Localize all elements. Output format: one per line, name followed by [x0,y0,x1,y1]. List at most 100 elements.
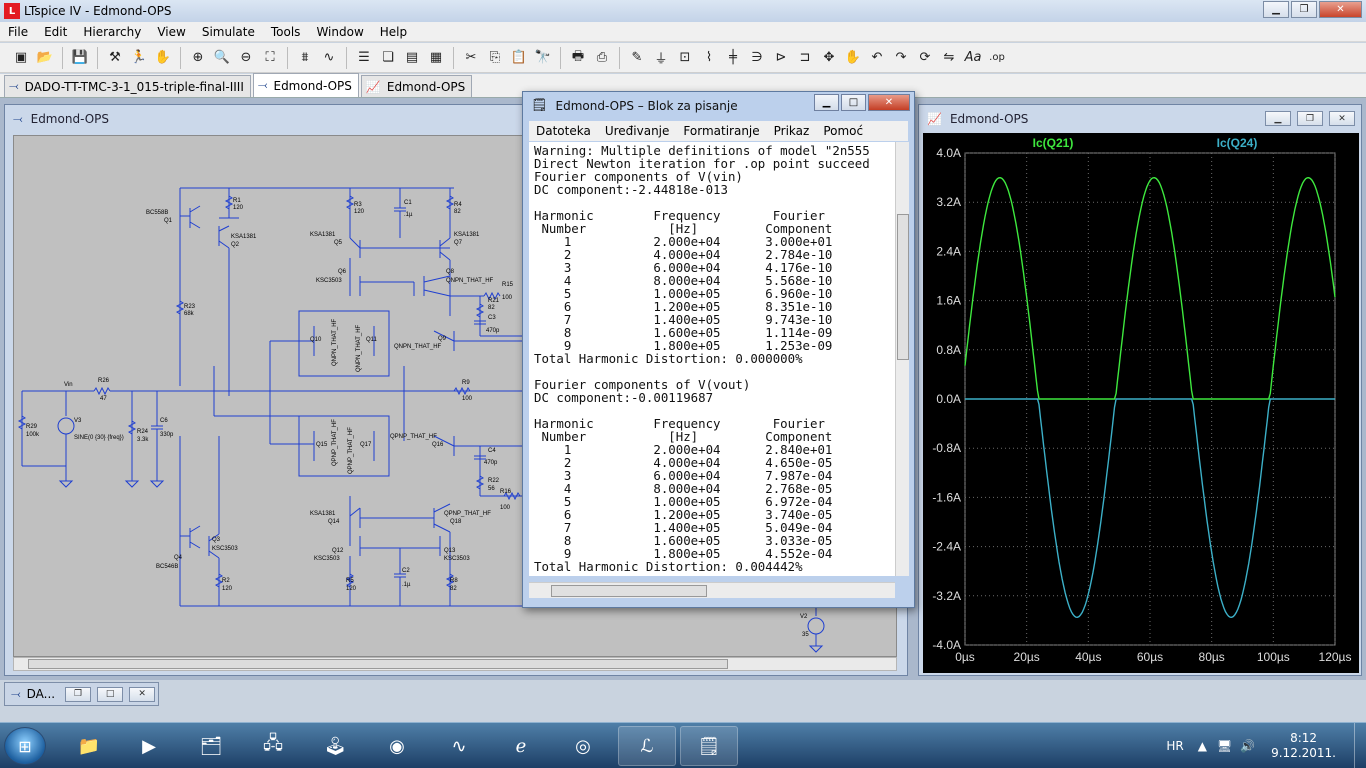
scroll-thumb[interactable] [28,659,728,669]
cascade-icon[interactable]: ❏ [382,50,394,65]
label-c4: C4 [488,448,496,454]
separator [453,46,454,69]
halt-icon[interactable]: ✋ [154,50,172,65]
label-q13: Q13 [444,548,456,554]
volume-icon[interactable]: 🔊 [1240,739,1256,753]
zoom-out-icon[interactable]: ⊖ [240,50,252,65]
scroll-thumb[interactable] [551,585,707,597]
joystick-icon[interactable]: 🕹 [323,735,347,757]
menu-prikaz[interactable]: Prikaz [773,124,810,138]
drag-icon[interactable]: ✋ [844,50,862,65]
ltspice-taskbar-icon[interactable]: ℒ [618,726,676,766]
restore-button[interactable]: ❐ [1297,111,1323,126]
menu-view[interactable]: View [157,24,186,39]
run-icon[interactable]: 🏃 [130,50,148,65]
notepad-taskbar-icon[interactable]: 🗒 [680,726,738,766]
notepad-text-area[interactable]: Warning: Multiple definitions of model "… [529,142,895,576]
maximize-button[interactable]: □ [841,94,866,111]
notepad-vertical-scrollbar[interactable] [895,142,909,576]
control-panel-icon[interactable]: ⚒ [109,50,121,65]
new-schematic-icon[interactable]: ▣ [14,50,28,65]
network-status-icon[interactable]: 🖥 [1216,739,1233,753]
tile-horizontal-icon[interactable]: ☰ [358,50,370,65]
network-icon[interactable]: 🖧 [262,733,284,754]
close-button[interactable]: ✕ [1319,1,1362,18]
close-all-icon[interactable]: ▦ [429,50,443,65]
close-button[interactable]: ✕ [1329,111,1355,126]
media-player-icon[interactable]: ▶ [142,735,156,757]
inductor-icon[interactable]: ∋ [751,50,763,65]
open-icon[interactable]: 📂 [36,50,54,65]
tab-dado-schematic[interactable]: ⤙ DADO-TT-TMC-3-1_015-triple-final-IIII [4,75,251,97]
menu-datoteka[interactable]: Datoteka [536,124,591,138]
spice-directive-icon[interactable]: .op [989,52,1005,63]
capacitor-icon[interactable]: ╪ [729,50,737,65]
menu-simulate[interactable]: Simulate [201,24,255,39]
text-icon[interactable]: Aa [964,50,982,65]
resistor-icon[interactable]: ⌇ [705,50,713,65]
restore-button[interactable]: ❐ [1291,1,1317,18]
zoom-in-icon[interactable]: ⊕ [192,50,204,65]
move-icon[interactable]: ✥ [823,50,835,65]
menu-file[interactable]: File [8,24,29,39]
language-indicator[interactable]: HR [1166,739,1184,753]
print-setup-icon[interactable]: 🖶 [571,48,585,64]
chrome-icon[interactable]: ◎ [575,735,591,757]
start-button[interactable]: ⊞ [4,727,46,765]
diode-icon[interactable]: ⊳ [775,50,787,65]
label-net-icon[interactable]: ⊡ [679,50,691,65]
explorer-icon[interactable]: 📁 [77,735,101,757]
tile-vertical-icon[interactable]: ▤ [405,50,419,65]
menu-hierarchy[interactable]: Hierarchy [83,24,142,39]
menu-uredivanje[interactable]: Uređivanje [604,124,670,138]
maximize-button[interactable]: □ [97,686,124,702]
menu-window[interactable]: Window [316,24,364,39]
restore-button[interactable]: ❐ [65,686,92,702]
minimize-button[interactable]: ▁ [1265,111,1291,126]
clock[interactable]: 8:12 9.12.2011. [1271,731,1336,761]
find-icon[interactable]: 🔭 [534,50,552,65]
wire-icon[interactable]: ✎ [631,50,643,65]
close-button[interactable]: ✕ [868,94,910,111]
ground-icon[interactable]: ⏚ [654,52,668,67]
menu-tools[interactable]: Tools [270,24,301,39]
mirror-icon[interactable]: ⇋ [943,50,955,65]
internet-explorer-icon[interactable]: ℯ [515,735,527,757]
menu-formatiranje[interactable]: Formatiranje [683,124,760,138]
menu-help[interactable]: Help [379,24,408,39]
copy-icon[interactable]: ⎘ [489,50,501,65]
notepad-horizontal-scrollbar[interactable] [529,582,895,598]
menu-edit[interactable]: Edit [44,24,68,39]
close-button[interactable]: ✕ [129,686,156,702]
security-icon[interactable]: ◉ [389,735,405,757]
scroll-thumb[interactable] [897,214,909,360]
autorange-icon[interactable]: ⩩ [301,50,309,65]
save-icon[interactable]: 💾 [71,50,89,65]
schematic-horizontal-scrollbar[interactable] [13,657,897,671]
oscilloscope-icon[interactable]: ∿ [451,735,467,757]
paste-icon[interactable]: 📋 [510,50,528,65]
fft-icon[interactable]: ∿ [323,50,335,65]
y-tick-label: 4.0A [936,146,961,160]
files-icon[interactable]: 🗂 [199,735,223,757]
menu-pomoc[interactable]: Pomoć [823,124,864,138]
show-desktop-button[interactable] [1354,723,1366,768]
legend-ic-q21: Ic(Q21) [1033,136,1074,150]
redo-icon[interactable]: ↷ [895,50,907,65]
rotate-icon[interactable]: ⟳ [919,50,931,65]
print-icon[interactable]: ⎙ [596,50,608,65]
minimize-button[interactable]: ▁ [1263,1,1289,18]
zoom-fit-icon[interactable]: ⛶ [265,50,275,65]
y-tick-label: -3.2A [932,589,961,603]
tab-edmond-schematic[interactable]: ⤙ Edmond-OPS [252,73,359,97]
show-hidden-icon[interactable]: ▲ [1197,739,1207,753]
minimize-button[interactable]: ▁ [814,94,839,111]
minimized-window[interactable]: ⤙ DA... ❐ □ ✕ [4,682,159,706]
zoom-pan-icon[interactable]: 🔍 [213,50,231,65]
component-icon[interactable]: ⊐ [799,50,811,65]
menu-bar: File Edit Hierarchy View Simulate Tools … [0,22,1366,42]
undo-icon[interactable]: ↶ [871,50,883,65]
cut-icon[interactable]: ✂ [465,50,477,65]
tab-edmond-waveform[interactable]: 📈 Edmond-OPS [360,75,473,97]
